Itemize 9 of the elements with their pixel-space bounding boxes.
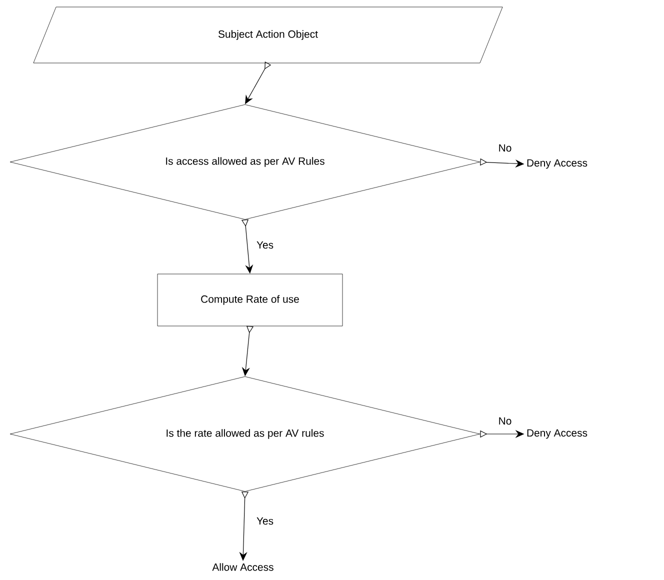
edge-label: Yes xyxy=(255,240,275,250)
process-box: Compute Rate of use xyxy=(157,274,343,326)
io-parallelogram: Subject Action Object xyxy=(33,6,503,64)
outcome-text: Allow Access xyxy=(212,563,274,571)
edge-label: No xyxy=(497,416,513,426)
outcome-text: Deny Access xyxy=(527,429,588,439)
outcome-text: Deny Access xyxy=(527,159,588,169)
edge-label: Yes xyxy=(255,516,275,526)
edge-label: No xyxy=(497,143,513,153)
